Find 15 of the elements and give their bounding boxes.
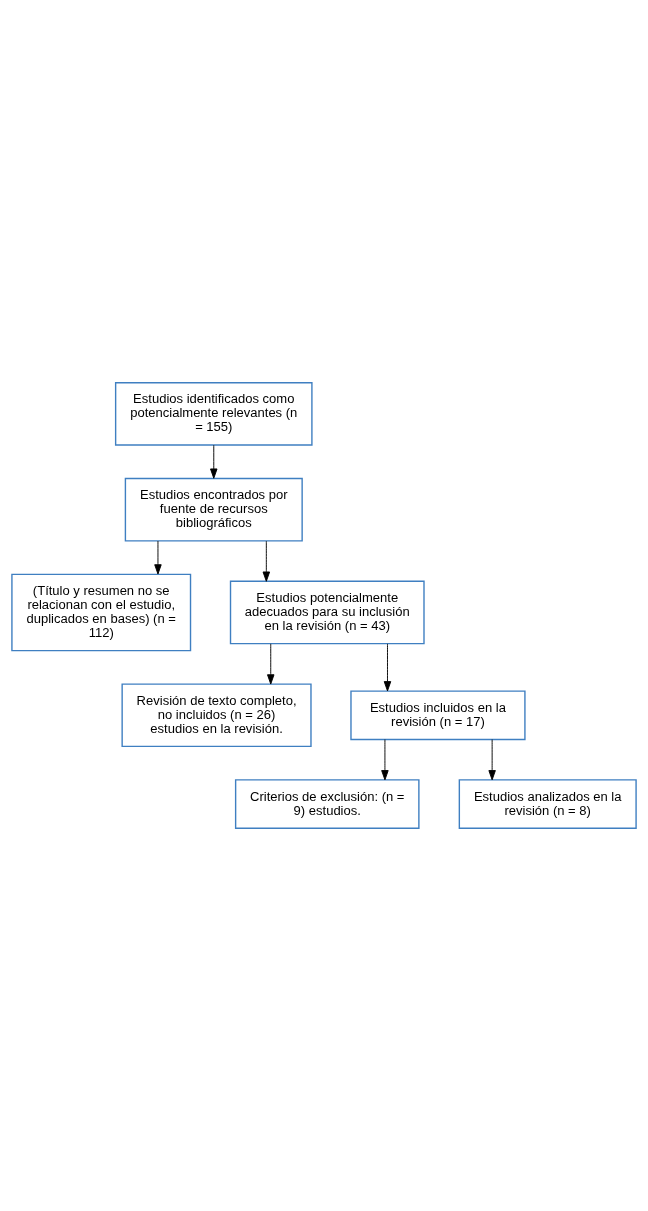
node-box: Estudios incluidos en la revisión (n = 17)	[350, 690, 526, 741]
node-box: Estudios potencialmente adecuados para su inclusión en la revisión (n = 43)	[229, 580, 425, 645]
arrow	[267, 643, 275, 685]
node-box: Estudios identificados como potencialmente relevantes (n = 155)	[114, 382, 313, 446]
arrow	[154, 540, 162, 575]
node-box: Estudios encontrados por fuente de recursos bibliográficos	[124, 477, 303, 542]
arrow	[381, 739, 389, 781]
arrow	[210, 444, 218, 479]
node-box: Criterios de exclusión: (n = 9) estudios.	[234, 779, 420, 829]
arrow	[383, 643, 392, 692]
arrow	[488, 739, 496, 781]
node-box: (Título y resumen no se relacionan con el estudio, duplicados en bases) (n = 112)	[11, 573, 192, 652]
node-box: Revisión de texto completo, no incluidos (n = 26) estudios en la revisión.	[121, 683, 312, 748]
arrow	[262, 540, 271, 582]
node-box: Estudios analizados en la revisión (n = 8)	[458, 779, 637, 829]
